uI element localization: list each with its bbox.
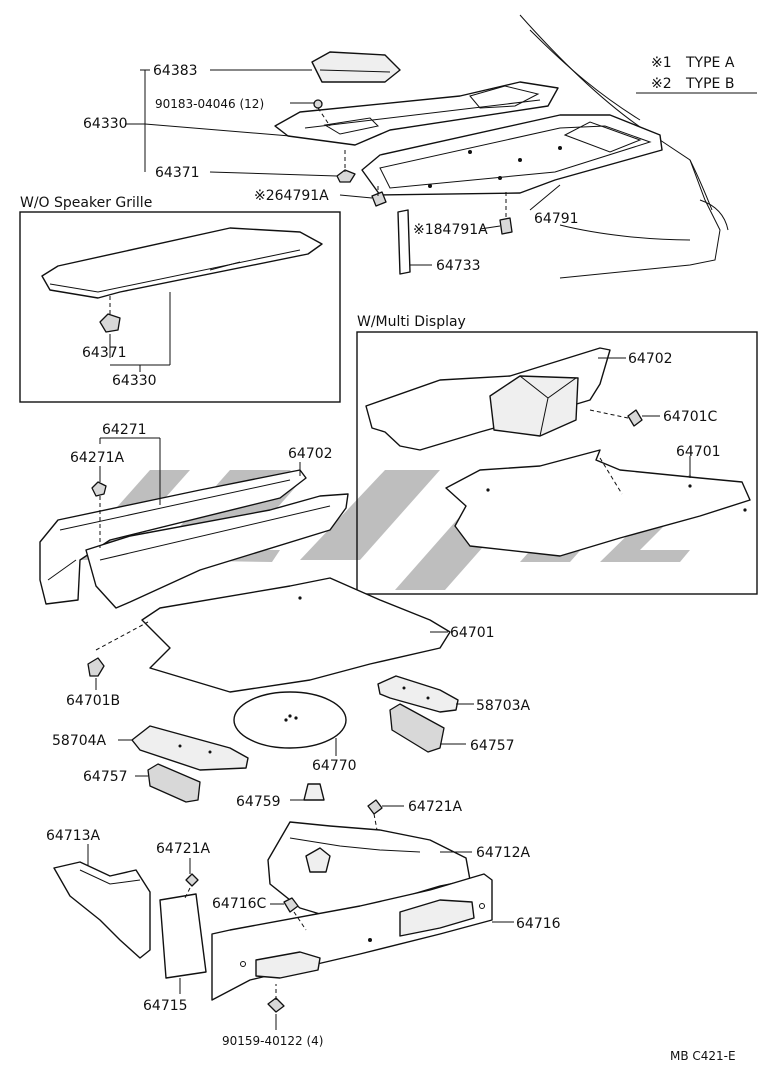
inset-title-w-multi-display: W/Multi Display <box>357 314 466 330</box>
label-64721A-right: 64721A <box>408 799 463 815</box>
label-64757-left: 64757 <box>83 769 128 785</box>
part-64701-trunk-floor-mat <box>141 577 451 693</box>
part-64721A-screw-right <box>367 799 383 815</box>
label-64716C: 64716C <box>212 896 267 912</box>
top-leaders <box>125 69 561 266</box>
label-64712A: 64712A <box>476 845 531 861</box>
label-64713A: 64713A <box>46 828 101 844</box>
label-64757-right: 64757 <box>470 738 515 754</box>
label-58703A: 58703A <box>476 698 531 714</box>
part-90183-clip <box>313 99 323 109</box>
label-64791A-b: ※264791A <box>254 188 329 204</box>
car-body-outline <box>519 14 729 279</box>
label-64759: 64759 <box>236 794 281 810</box>
part-64713A-side-liner <box>53 861 151 959</box>
part-64759-bumper <box>303 783 325 801</box>
part-64702-trunk-front-trim <box>85 493 349 609</box>
part-64721A-screw-left <box>185 873 199 887</box>
label-64701: 64701 <box>450 625 495 641</box>
part-64371-fastener <box>336 169 356 183</box>
label-64733: 64733 <box>436 258 481 274</box>
part-64770-spare-tire-cover <box>233 691 347 749</box>
part-64733-strip <box>397 209 411 275</box>
part-64701B-clip <box>87 657 105 677</box>
label-64791A-a: ※184791A <box>413 222 488 238</box>
part-64271-rear-panel-trim <box>39 469 307 605</box>
label-90159: 90159-40122 (4) <box>222 1034 324 1048</box>
legend-mark-1: ※1 <box>651 55 672 71</box>
label-64701C: 64701C <box>663 409 718 425</box>
part-64330-package-tray-trim <box>274 81 559 146</box>
part-64716-rear-liner <box>211 873 493 1001</box>
label-64271: 64271 <box>102 422 147 438</box>
label-64271A: 64271A <box>70 450 125 466</box>
label-58704A: 58704A <box>52 733 107 749</box>
part-58704A-bracket <box>131 725 249 771</box>
legend-text-1: TYPE A <box>685 55 735 71</box>
label-64770: 64770 <box>312 758 357 774</box>
label-64721A-left: 64721A <box>156 841 211 857</box>
bottom-leaders <box>87 844 514 1030</box>
part-64757-bracket-left <box>147 763 201 803</box>
part-64791A-clips <box>371 191 513 235</box>
legend-text-2: TYPE B <box>685 76 734 92</box>
label-64371-inset: 64371 <box>82 345 127 361</box>
legend: ※1 TYPE A ※2 TYPE B <box>636 55 757 94</box>
part-90159-screw <box>267 997 285 1013</box>
label-90183: 90183-04046 (12) <box>155 97 264 111</box>
inset-w-multi-display: W/Multi Display 64702 64701C 64701 <box>356 314 758 595</box>
part-64715-liner-panel <box>159 893 207 979</box>
label-64715: 64715 <box>143 998 188 1014</box>
label-64330: 64330 <box>83 116 128 132</box>
part-64791-package-tray-panel <box>361 114 663 196</box>
label-64702: 64702 <box>288 446 333 462</box>
part-64383-speaker-cover <box>311 51 401 83</box>
inset-title-wo-speaker-grille: W/O Speaker Grille <box>20 195 152 211</box>
legend-mark-2: ※2 <box>651 76 672 92</box>
footer-code: MB C421-E <box>670 1049 736 1063</box>
part-64757-bracket-right <box>389 703 445 753</box>
label-64701-inset: 64701 <box>676 444 721 460</box>
label-64701B: 64701B <box>66 693 120 709</box>
part-64716C-clip <box>283 897 299 913</box>
label-64716: 64716 <box>516 916 561 932</box>
label-64330-inset: 64330 <box>112 373 157 389</box>
label-64383: 64383 <box>153 63 198 79</box>
label-64791: 64791 <box>534 211 579 227</box>
part-58703A-bracket <box>377 675 459 713</box>
label-64702-inset: 64702 <box>628 351 673 367</box>
label-64371: 64371 <box>155 165 200 181</box>
inset-wo-speaker-grille: W/O Speaker Grille 64371 64330 <box>19 195 341 403</box>
